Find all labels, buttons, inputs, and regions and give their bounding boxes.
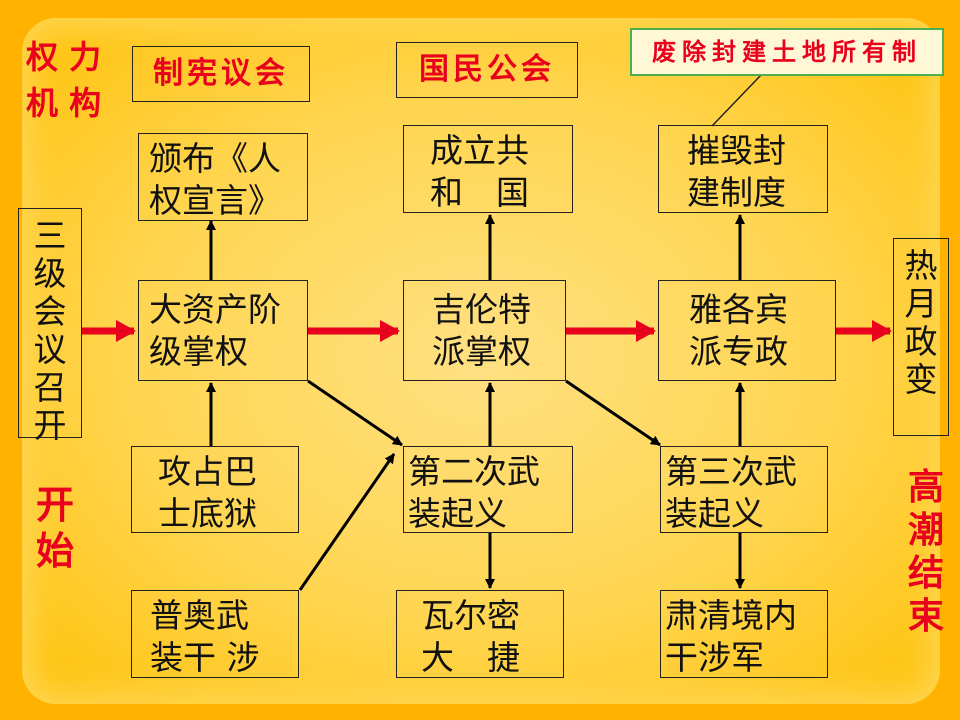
box-estates-general: 三 级 会 议 召 开 [18,208,82,445]
box-republic: 成立共 和 国 [403,125,573,213]
arrow-girondin-to-third [565,379,661,447]
end-label: 高 潮 结 束 [908,466,945,637]
box-girondin-power: 吉伦特 派掌权 [403,280,566,381]
start-label: 开 始 [36,482,75,573]
box-jacobin-dictatorship: 雅各宾 派专政 [658,280,836,381]
box-third-uprising: 第三次武 装起义 [660,446,828,533]
arrow-prussia-to-second [298,453,396,591]
power-label: 权 力 机 构 [26,38,102,122]
box-valmy-victory: 瓦尔密 大 捷 [396,590,564,678]
box-expel-foreign-troops: 肃清境内 干涉军 [660,590,828,678]
box-thermidor: 热 月 政 变 [893,238,949,436]
note-abolish-feudal-land: 废除封建土地所有制 [630,28,944,76]
box-declaration: 颁布《人 权宣言》 [138,133,308,221]
box-second-uprising: 第二次武 装起义 [403,446,573,533]
box-prussia-austria-intervention: 普奥武 装干 涉 [131,590,299,678]
header-national-convention: 国民公会 [396,42,578,98]
background-panel [22,18,940,704]
box-bourgeois-power: 大资产阶 级掌权 [138,280,308,381]
box-abolish-feudal: 摧毁封 建制度 [658,125,828,213]
header-constituent-assembly: 制宪议会 [132,46,310,102]
box-storm-bastille: 攻占巴 士底狱 [131,446,299,533]
arrow-bourgeois-to-second [307,379,403,447]
note-connector [711,73,763,127]
